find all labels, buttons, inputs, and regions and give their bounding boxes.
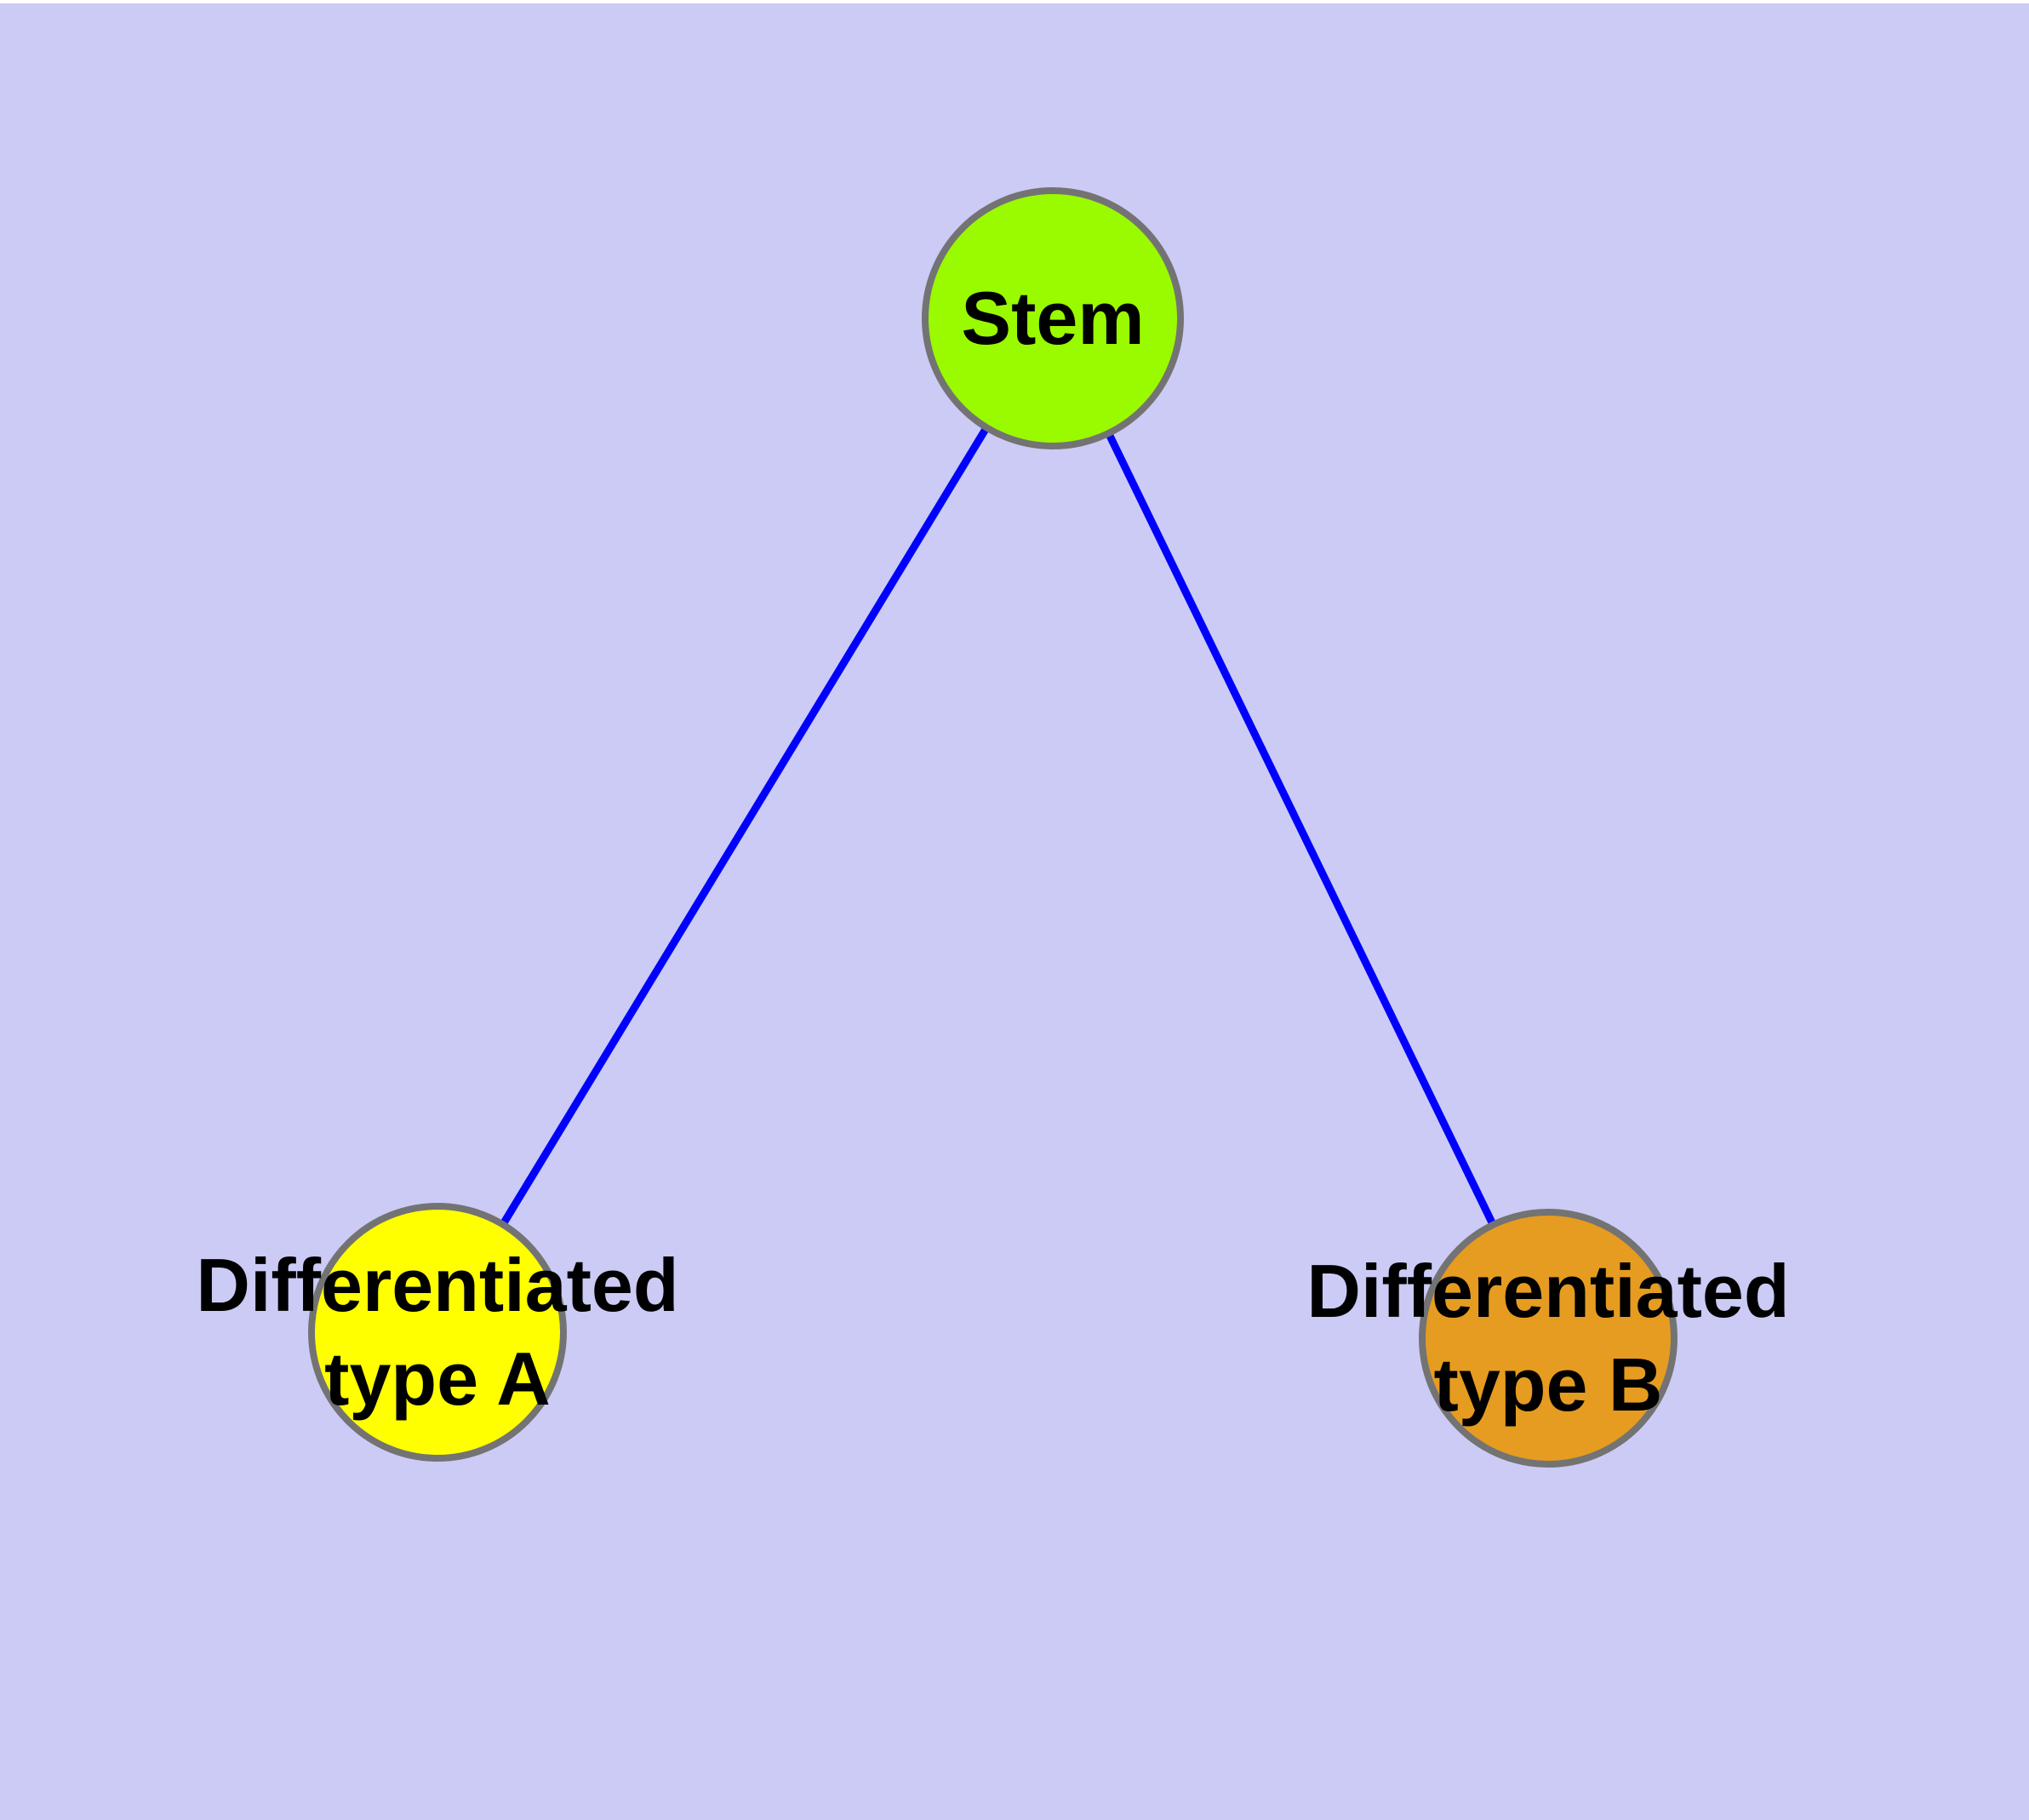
edge-stem-to-type-a	[434, 316, 1056, 1335]
stem-node-label: Stem	[961, 276, 1145, 360]
differentiated-type-a-node-label: Differentiated type A	[196, 1243, 679, 1421]
canvas-top-frame-edge	[0, 0, 2029, 3]
differentiated-type-a-node-circle	[308, 1203, 567, 1462]
stem-node-circle	[922, 187, 1184, 449]
edge-stem-to-type-b	[1049, 317, 1552, 1340]
differentiated-type-b-node-circle	[1419, 1209, 1677, 1468]
differentiated-type-b-node-label: Differentiated type B	[1306, 1249, 1790, 1427]
